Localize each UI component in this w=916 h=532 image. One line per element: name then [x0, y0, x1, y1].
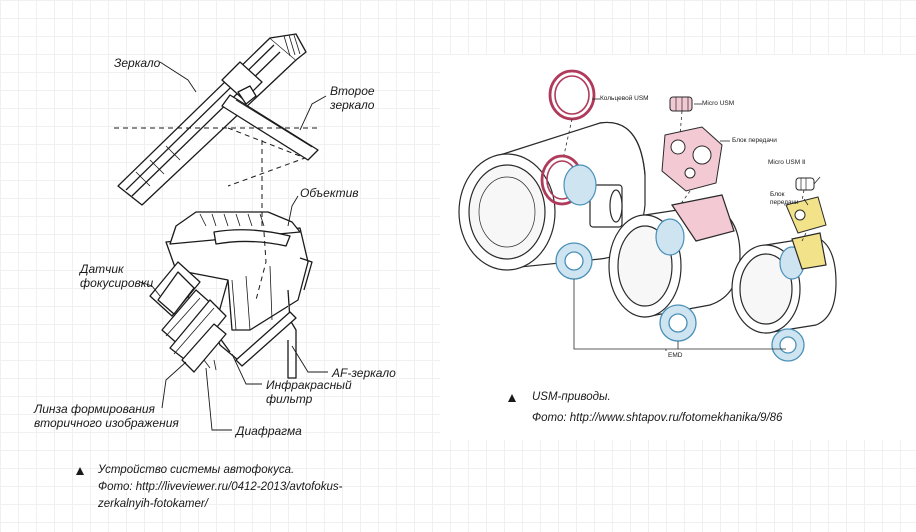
main-mirror: [117, 33, 307, 206]
caption-marker-left: [76, 467, 84, 475]
caption-right-title: USM-приводы.: [532, 391, 611, 403]
label-ir-filter: Инфракрасный фильтр: [266, 378, 352, 406]
af-mirror: [203, 311, 297, 371]
label-micro-usm: Micro USM: [702, 100, 735, 107]
usm-drives-diagram: Кольцевой USM Micro USM Блок передачи Mi…: [440, 55, 916, 440]
middle-lens-body: [608, 194, 741, 318]
label-mirror: Зеркало: [114, 56, 161, 70]
caption-right-source: Фото: http://www.shtapov.ru/fotomekhanik…: [532, 412, 783, 424]
emd-units: [555, 242, 805, 362]
micro-usm-motor: [669, 96, 693, 112]
gear-block-1: [661, 126, 723, 192]
usm-drawing: [458, 69, 837, 362]
label-emd: EMD: [668, 352, 683, 359]
label-micro-usm-2: Micro USM Ⅱ: [768, 159, 806, 166]
leader-lines: [139, 61, 328, 431]
label-ring-usm: Кольцевой USM: [600, 95, 649, 102]
caption-marker-right: [508, 394, 516, 402]
label-focus-sensor: Датчик фокусировки: [80, 262, 154, 290]
label-af-mirror: AF-зеркало: [332, 366, 396, 380]
light-path-lines: [114, 127, 318, 301]
label-lens: Объектив: [300, 186, 359, 200]
caption-left: Устройство системы автофокуса. Фото: htt…: [98, 462, 378, 513]
usm-dashed-guides: [563, 110, 807, 242]
autofocus-drawing: [114, 33, 328, 431]
caption-left-title: Устройство системы автофокуса.: [98, 464, 295, 476]
autofocus-diagram: Зеркало Второе зеркало Объектив Датчик ф…: [0, 0, 450, 532]
label-gear-block-1: Блок передачи: [732, 137, 777, 144]
label-secondary-lens: Линза формирования вторичного изображени…: [34, 402, 179, 430]
label-aperture: Диафрагма: [236, 424, 302, 438]
label-gear-block-2: Блок передачи: [770, 191, 799, 206]
caption-left-source: Фото: http://liveviewer.ru/0412-2013/avt…: [98, 481, 343, 510]
right-lens-body: [731, 232, 837, 334]
usm-leader-lines: [573, 98, 821, 351]
ring-usm-rings: [540, 69, 597, 206]
lens-assembly: [165, 211, 313, 379]
label-second-mirror: Второе зеркало: [330, 84, 375, 112]
caption-right: USM-приводы. Фото: http://www.shtapov.ru…: [532, 389, 892, 427]
focus-sensor-assembly: [149, 261, 227, 373]
